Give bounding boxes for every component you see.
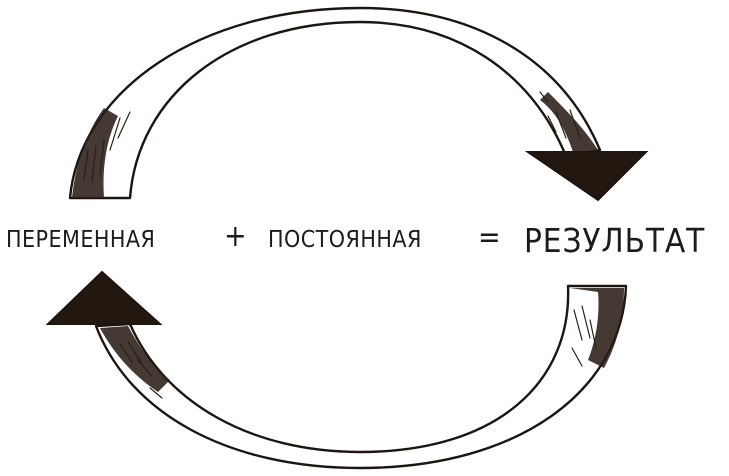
result-label: РЕЗУЛЬТАТ [524, 221, 706, 260]
top-arrow-hatching [83, 91, 581, 183]
top-arrow-shade-right [540, 92, 598, 155]
top-arrow-body [68, 6, 602, 200]
plus-sign: + [224, 219, 247, 254]
top-curved-arrow-icon [68, 6, 649, 202]
equals-sign: = [478, 220, 501, 255]
term-constant: ПОСТОЯННАЯ [268, 227, 422, 253]
top-arrow-head [524, 151, 649, 202]
bottom-arrow-shade-left [100, 326, 170, 392]
bottom-arrow-hatching [119, 305, 597, 399]
bottom-arrow-shade-right [570, 288, 624, 368]
term-variable: ПЕРЕМЕННАЯ [6, 227, 156, 253]
bottom-arrow-body [94, 284, 628, 470]
bottom-curved-arrow-icon [45, 270, 628, 470]
bottom-arrow-head [45, 270, 163, 325]
